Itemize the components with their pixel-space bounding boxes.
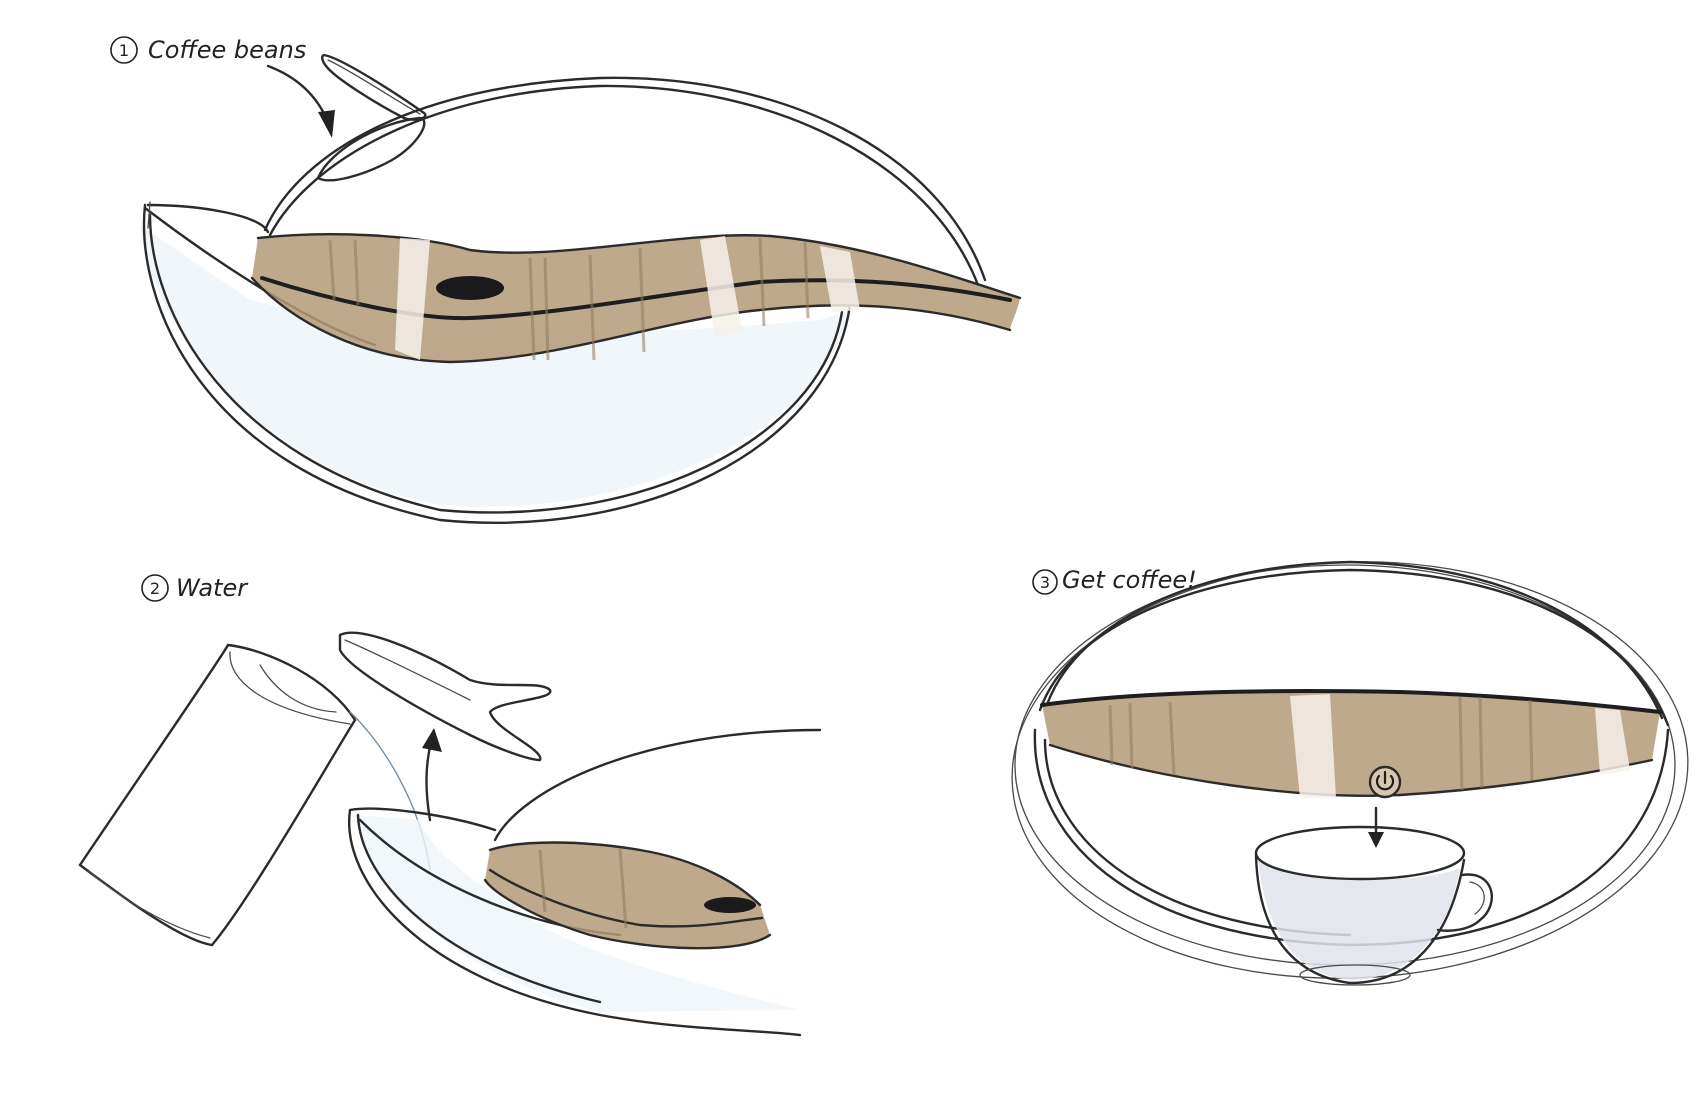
step-3-number: 3 xyxy=(1040,573,1050,592)
arrow-icon xyxy=(268,66,335,138)
arrow-icon xyxy=(422,728,442,820)
step-2-label: 2 Water xyxy=(142,574,249,602)
step-2-number: 2 xyxy=(150,579,160,598)
power-icon[interactable] xyxy=(1370,767,1400,797)
step-1-number: 1 xyxy=(119,41,129,60)
step-2-text: Water xyxy=(176,574,249,602)
step-1-text: Coffee beans xyxy=(148,36,306,64)
step-3-label: 3 Get coffee! xyxy=(1033,566,1197,594)
slot-icon xyxy=(436,276,504,300)
cup-sketch xyxy=(1256,827,1492,985)
step-1-sketch: 1 Coffee beans xyxy=(111,36,1020,523)
step-1-label: 1 Coffee beans xyxy=(111,36,306,64)
step-2-sketch: 2 Water xyxy=(80,574,820,1035)
slot-icon xyxy=(704,897,756,913)
step-3-sketch: 3 Get coffee! xyxy=(1005,550,1695,989)
step-3-text: Get coffee! xyxy=(1062,566,1197,594)
